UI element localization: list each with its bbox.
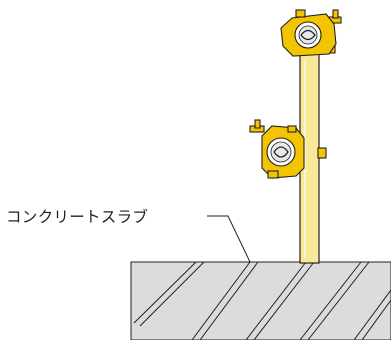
slab-leader-line — [207, 215, 251, 263]
slab-label: コンクリートスラブ — [6, 208, 149, 226]
lower-clamp — [249, 119, 327, 179]
slab-hatching — [133, 261, 391, 340]
top-clamp — [280, 9, 342, 57]
concrete-slab — [130, 261, 391, 340]
